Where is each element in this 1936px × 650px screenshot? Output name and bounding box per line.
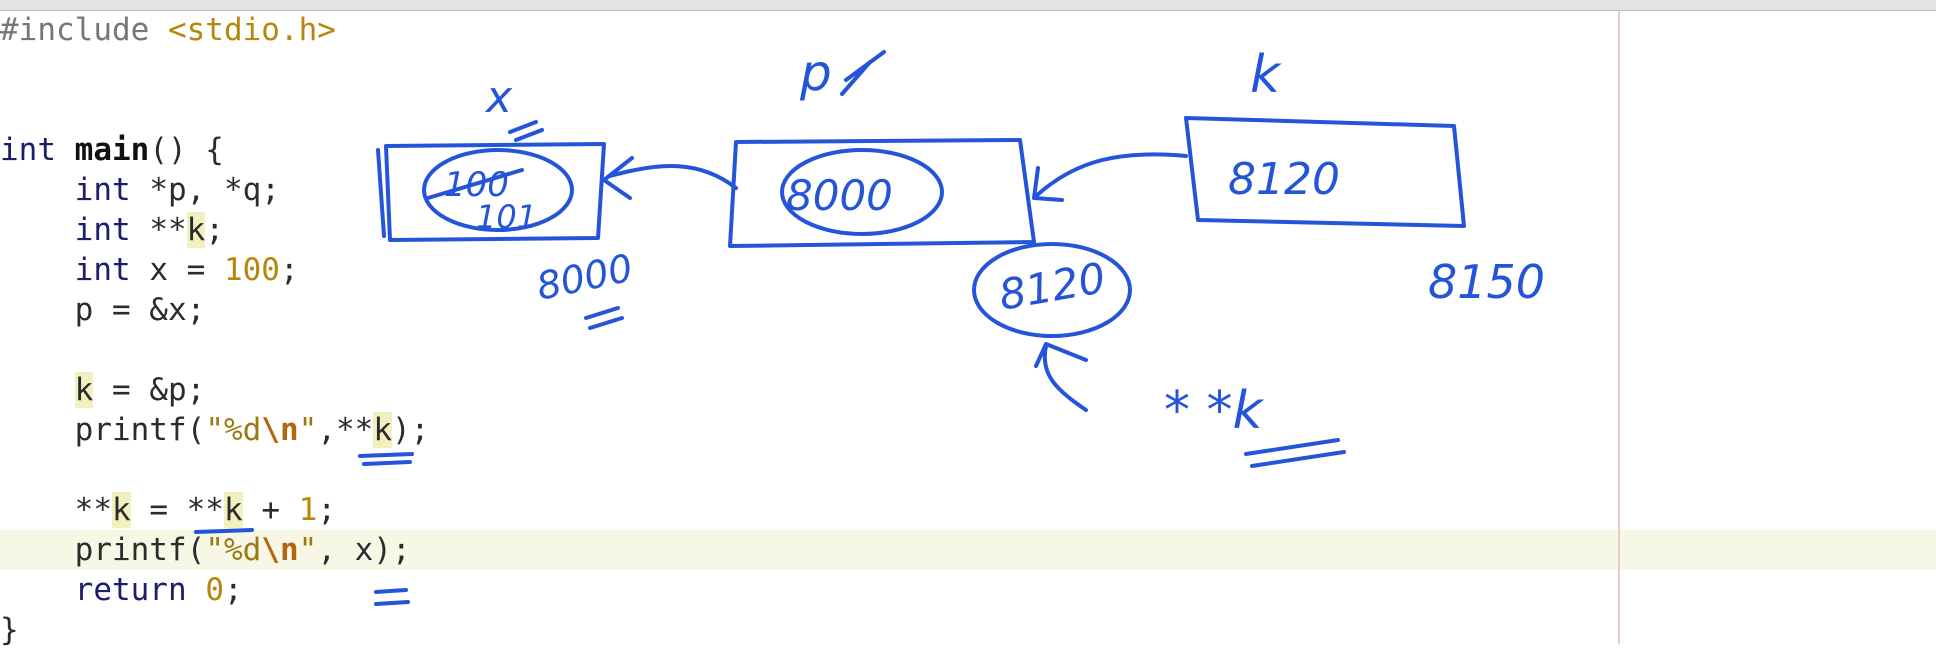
code-token: int [74, 212, 131, 248]
code-line: int main() { [0, 130, 224, 170]
code-token: ; [279, 252, 299, 288]
code-token: x = [130, 252, 224, 288]
code-underline-printf [358, 452, 414, 466]
label-k: k [1250, 45, 1282, 105]
code-token: 0 [205, 572, 224, 608]
label-x: x [484, 72, 513, 123]
code-line: int x = 100; [0, 250, 299, 290]
code-token: p = &x; [0, 292, 206, 328]
code-token: *p, *q; [130, 172, 280, 208]
code-line: int *p, *q; [0, 170, 280, 210]
code-token: 1 [298, 492, 318, 528]
box-p-address: 8120 [995, 253, 1109, 320]
code-line: return 0; [0, 570, 243, 610]
code-underline-assign [194, 528, 254, 534]
box-k [1184, 116, 1466, 228]
code-line: } [0, 610, 19, 650]
code-token: " [298, 532, 318, 568]
code-token: k [186, 212, 206, 248]
arrow-up-to-address [1034, 342, 1088, 412]
code-underline-x [374, 588, 410, 606]
code-token: 100 [223, 252, 280, 288]
box-x-value: 101 [476, 198, 537, 236]
code-token: ** [130, 212, 187, 248]
code-token: , x); [317, 532, 411, 568]
code-token: ; [223, 572, 243, 608]
code-token: int [74, 252, 131, 288]
code-line: printf("%d\n",**k); [0, 410, 429, 450]
code-token: ; [205, 212, 224, 248]
code-token: "%d [205, 532, 262, 568]
deref-note-underline [1244, 438, 1346, 468]
code-line: #include <stdio.h> [0, 10, 336, 50]
code-token: () { [149, 132, 224, 168]
code-token: int [74, 172, 131, 208]
value-oval-p [780, 148, 944, 236]
code-token: printf( [0, 532, 206, 568]
code-token: + [242, 492, 299, 528]
window-top-edge [0, 0, 1936, 11]
value-oval-x [422, 148, 574, 232]
code-line: k = &p; [0, 370, 205, 410]
code-token: #include [0, 12, 168, 48]
code-token: = &p; [93, 372, 206, 408]
code-token: " [298, 412, 318, 448]
code-line: **k = **k + 1; [0, 490, 336, 530]
code-token: k [74, 372, 94, 408]
box-k-address: 8150 [1428, 255, 1545, 309]
current-line-highlight [0, 530, 1936, 570]
code-token: "%d [205, 412, 262, 448]
code-token: ; [317, 492, 336, 528]
code-token: <stdio.h> [167, 12, 336, 48]
box-x-old-value: 100 [444, 165, 509, 205]
print-margin-line [1618, 10, 1620, 644]
code-token: ); [391, 412, 430, 448]
code-token: = ** [130, 492, 224, 528]
label-p-arrow-mark [840, 50, 886, 96]
label-x-underline [508, 120, 544, 142]
code-token: ** [0, 492, 112, 528]
code-token: ,** [317, 412, 374, 448]
code-token: \n [261, 412, 299, 448]
address-oval-p [972, 242, 1132, 338]
code-line: p = &x; [0, 290, 206, 330]
label-p: p [799, 44, 832, 102]
box-x [376, 142, 606, 242]
box-p-value: 8000 [786, 171, 893, 220]
deref-note: * *k [1164, 381, 1265, 441]
code-token: return [74, 572, 187, 608]
box-k-value: 8120 [1228, 154, 1340, 205]
code-line: printf("%d\n", x); [0, 530, 411, 570]
code-token: main [74, 132, 150, 168]
address-underline [584, 306, 624, 330]
code-token: k [111, 492, 131, 528]
code-token: printf( [0, 412, 206, 448]
code-token: k [223, 492, 243, 528]
code-token: int [0, 132, 75, 168]
code-token: k [373, 412, 392, 448]
code-token: } [0, 612, 19, 648]
arrow-k-to-p [1032, 152, 1188, 202]
code-token: \n [261, 532, 299, 568]
box-x-address: 8000 [533, 246, 637, 309]
code-line: int **k; [0, 210, 224, 250]
strikethrough-old-value [426, 168, 524, 200]
box-p [728, 138, 1036, 248]
arrow-p-to-x [602, 156, 738, 200]
